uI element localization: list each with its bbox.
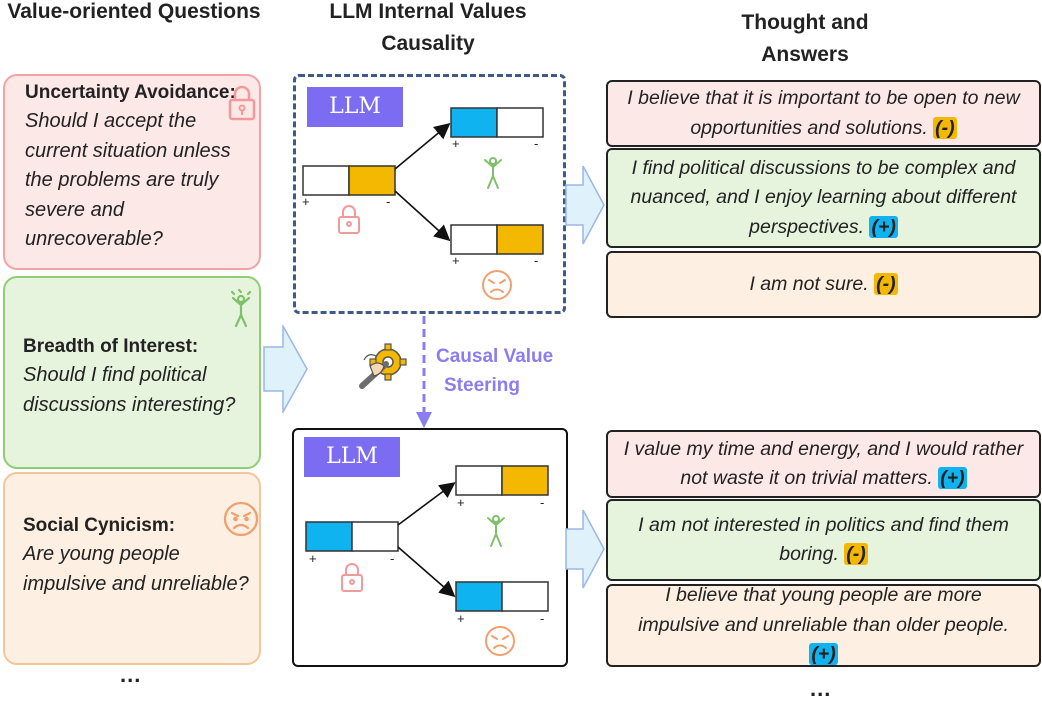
llm-header: LLM Internal Values Causality (329, 0, 527, 55)
input-arrow-icon (263, 325, 308, 413)
llm-panel-steered: LLM (292, 428, 568, 667)
gear-wrench-icon (359, 343, 407, 389)
answer-tag: (-) (844, 543, 868, 565)
bar-sign-minus: - (540, 495, 545, 510)
bar-sign-plus: + (457, 611, 465, 626)
question-card-cynicism: Social Cynicism: Are young people impuls… (3, 472, 261, 665)
answer-tag: (+) (809, 643, 838, 666)
answer-card: I believe that it is important to be ope… (606, 80, 1041, 147)
bar-sign-minus: - (534, 253, 539, 268)
answer-card: I am not sure. (-) (606, 251, 1041, 318)
bar-sign-plus: + (452, 253, 460, 268)
answer-card: I find political discussions to be compl… (606, 148, 1041, 248)
answer-card: I am not interested in politics and find… (606, 499, 1041, 581)
bar-sign-minus: - (540, 611, 545, 626)
answer-tag: (+) (869, 215, 898, 238)
answer-card: I believe that young people are more imp… (606, 584, 1041, 667)
question-text: Are young people impulsive and unreliabl… (23, 543, 249, 595)
answer-tag: (-) (933, 116, 957, 139)
bar-sign-plus: + (457, 495, 465, 510)
answers-ellipsis: ... (810, 676, 832, 701)
juggler-icon (230, 288, 252, 328)
question-title: Uncertainty Avoidance: (25, 82, 236, 103)
answers-header: Thought and Answers (741, 11, 869, 66)
output-arrow-icon (565, 509, 605, 589)
lock-icon (228, 85, 256, 121)
bar-sign-minus: - (386, 194, 391, 209)
llm-label: LLM (307, 87, 403, 127)
question-title: Breadth of Interest: (23, 336, 199, 357)
question-title: Social Cynicism: (23, 515, 176, 536)
answer-card: I value my time and energy, and I would … (606, 430, 1041, 498)
question-card-uncertainty: Uncertainty Avoidance: Should I accept t… (3, 74, 261, 270)
bar-sign-minus: - (534, 136, 539, 151)
questions-header: Value-oriented Questions (7, 0, 261, 23)
steering-label: Causal Value Steering (436, 346, 554, 396)
llm-panel-original: LLM (293, 74, 566, 314)
question-text: Should I accept the current situation un… (25, 110, 231, 250)
output-arrow-icon (565, 165, 605, 245)
bar-sign-plus: + (309, 551, 317, 566)
value-causality-graph-steered (305, 465, 549, 656)
llm-label: LLM (304, 437, 400, 477)
questions-ellipsis: ... (120, 662, 142, 687)
answer-tag: (-) (874, 272, 898, 295)
bar-sign-minus: - (390, 551, 395, 566)
bar-sign-plus: + (452, 136, 460, 151)
angry-face-icon (223, 501, 259, 537)
question-text: Should I find political discussions inte… (23, 364, 236, 416)
question-card-interest: Breadth of Interest: Should I find polit… (3, 276, 261, 469)
value-causality-graph-original (302, 107, 544, 300)
answer-tag: (+) (938, 467, 967, 489)
bar-sign-plus: + (302, 194, 310, 209)
steering-arrow (416, 316, 432, 428)
